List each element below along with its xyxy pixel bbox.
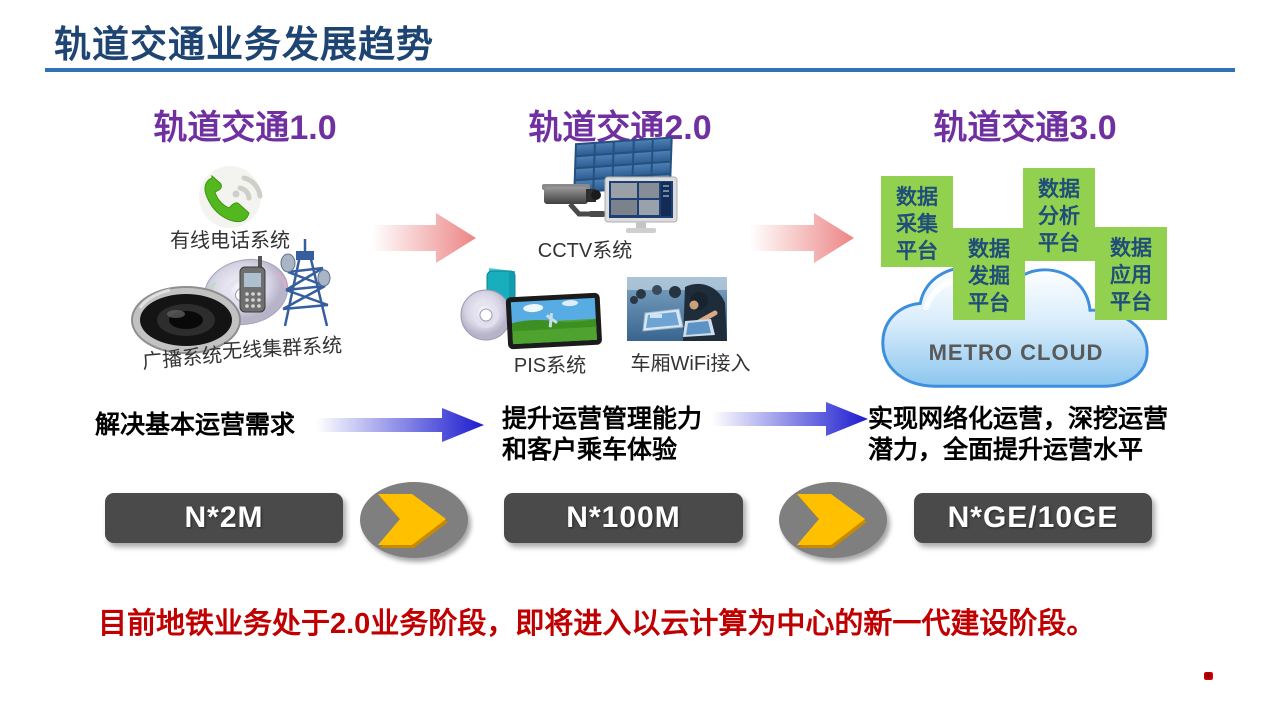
mobile-radio-tower-icon [230, 236, 340, 330]
stage3-goal: 实现网络化运营，深挖运营 潜力，全面提升运营水平 [868, 405, 1169, 464]
stage1-header: 轨道交通1.0 [153, 109, 337, 147]
bandwidth-box-3: N*GE/10GE [914, 493, 1152, 543]
cctv-camera-icon [542, 176, 610, 228]
cctv-system-label: CCTV系统 [537, 240, 633, 262]
phone-system-label: 有线电话系统 [170, 230, 290, 252]
wired-phone-icon [192, 164, 272, 230]
pis-system-label: PIS系统 [513, 355, 587, 377]
cloud-label: METRO CLOUD [928, 340, 1104, 365]
wifi-access-label: 车厢WiFi接入 [630, 353, 751, 375]
chevron-ellipse-2 [779, 482, 887, 558]
stage1-goal: 解决基本运营需求 [95, 411, 296, 439]
page-title: 轨道交通业务发展趋势 [54, 24, 434, 65]
pis-system-icon [459, 263, 604, 353]
stage3-header: 轨道交通3.0 [933, 109, 1117, 147]
train-wifi-photo [627, 277, 727, 341]
goal-arrow-2-icon [712, 400, 868, 443]
platform-box-mining: 数据 发掘 平台 [953, 228, 1025, 320]
title-underline [45, 68, 1235, 72]
stage2-to-stage3-arrow-icon [750, 210, 854, 271]
platform-box-analysis: 数据 分析 平台 [1023, 168, 1095, 261]
platform-box-collect: 数据 采集 平台 [881, 176, 953, 267]
chevron-ellipse-1 [360, 482, 468, 558]
platform-box-application: 数据 应用 平台 [1095, 227, 1167, 320]
stage2-goal: 提升运营管理能力 和客户乘车体验 [502, 405, 703, 464]
conclusion-text: 目前地铁业务处于2.0业务阶段，即将进入以云计算为中心的新一代建设阶段。 [98, 608, 1096, 640]
goal-arrow-1-icon [316, 406, 484, 449]
stage1-to-stage2-arrow-icon [372, 210, 476, 271]
bandwidth-box-1: N*2M [105, 493, 343, 543]
bandwidth-box-2: N*100M [504, 493, 743, 543]
red-dot-marker [1204, 672, 1213, 680]
trunking-system-label: 无线集群系统 [221, 334, 343, 364]
surveillance-monitor-icon [604, 176, 682, 236]
